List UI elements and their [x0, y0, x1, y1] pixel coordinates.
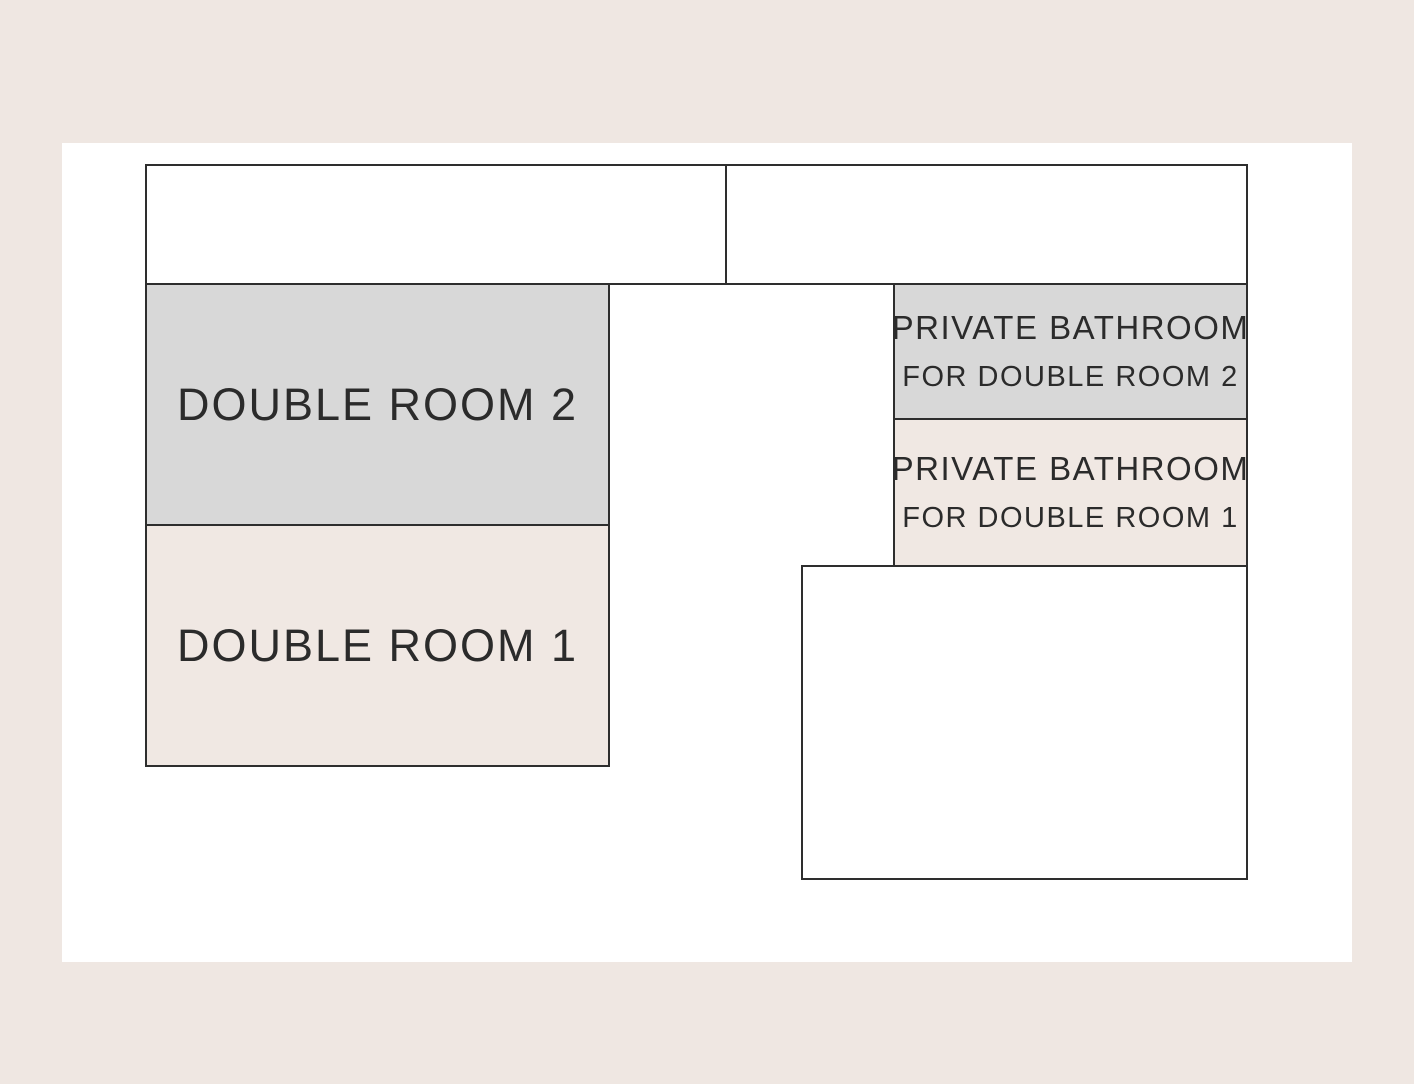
- room-double-room-1: DOUBLE ROOM 1: [145, 524, 610, 767]
- room-unlabeled-top-left: [145, 164, 727, 285]
- bathroom-1-label-line1: PRIVATE BATHROOM: [891, 450, 1250, 487]
- room-unlabeled-top-right: [725, 164, 1248, 285]
- room-private-bathroom-for-double-room-1: PRIVATE BATHROOM FOR DOUBLE ROOM 1: [891, 418, 1250, 567]
- bathroom-2-label-line2: FOR DOUBLE ROOM 2: [902, 361, 1239, 393]
- floor-plan-canvas: DOUBLE ROOM 2 DOUBLE ROOM 1 PRIVATE BATH…: [62, 143, 1352, 962]
- bathroom-2-label-line1: PRIVATE BATHROOM: [891, 309, 1250, 346]
- room-private-bathroom-for-double-room-2: PRIVATE BATHROOM FOR DOUBLE ROOM 2: [891, 283, 1250, 420]
- double-room-1-label: DOUBLE ROOM 1: [176, 619, 579, 671]
- room-unlabeled-bottom-right: [801, 565, 1248, 880]
- bathroom-1-label-line2: FOR DOUBLE ROOM 1: [902, 502, 1239, 534]
- double-room-2-label: DOUBLE ROOM 2: [176, 378, 579, 430]
- room-double-room-2: DOUBLE ROOM 2: [145, 283, 610, 526]
